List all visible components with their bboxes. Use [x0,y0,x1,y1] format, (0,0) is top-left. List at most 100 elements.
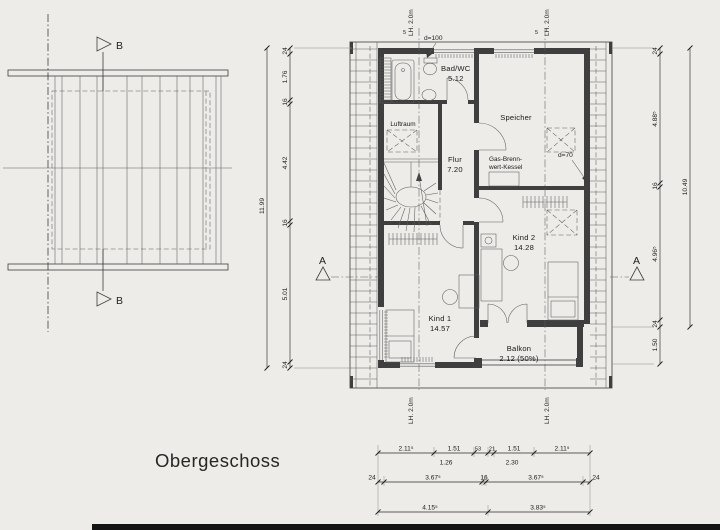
dimension-chain-right: 24 4.88⁵ 16 4.96⁵ 24 1.50 10.49 [612,45,693,367]
bed-kind2 [547,261,579,321]
headroom-label-bl: LH. 2.0m [408,397,415,424]
dim: 16 [480,475,488,482]
dim: 3.67⁵ [528,475,544,482]
section-a-label: A [633,255,640,267]
room-area-balkon: 2.12 (50%) [499,354,538,363]
dim: 2.11⁵ [398,446,413,453]
dim-balcony-depth: 1.50 [652,338,659,351]
room-area-kind2: 14.28 [514,243,534,252]
wc-toilet [423,62,437,76]
section-b-triangle-icon [96,36,112,52]
kind1-door [439,224,464,249]
dimension-chain-bottom: 2.11⁵ 1.51 53 21 1.51 2.11⁵ 1.26 2.30 24… [368,445,600,516]
room-label-luftraum: Luftraum [390,121,415,128]
dim: 24 [282,47,289,55]
boiler-unit [488,171,520,187]
scan-edge-bar [92,524,720,530]
section-a-label: A [319,255,326,267]
dim: 4.88⁵ [652,111,659,127]
headroom-label-br: LH. 2.0m [544,397,551,424]
d100-label: d=100 [424,35,443,42]
flue-pipe [484,236,493,245]
dim-total-left: 11.99 [259,198,266,214]
mini-dim-left: 5 [403,30,406,36]
balcony-double-door [487,303,528,324]
dim: 5.01 [282,287,289,300]
dim: 24 [652,320,659,328]
room-label-bad: Bad/WC [441,64,471,73]
radiator-kind1 [388,233,438,245]
headroom-label-tl: LH. 2.0m [408,9,415,36]
balcony-edge [476,358,583,367]
dim: 16 [282,219,289,227]
wc-cistern [423,57,438,64]
roof-eaves-top [7,69,229,77]
kind1-balcony-door [453,335,477,359]
section-a-triangle-icon [315,266,331,281]
dim: 4.96⁵ [652,246,659,262]
radiators [388,196,568,245]
dim-total-right: 10.49 [682,178,689,195]
roof-dashed-outline [51,90,211,250]
page-title: Obergeschoss [155,450,280,471]
room-area-flur: 7.20 [447,165,463,174]
bath-door [446,77,469,101]
bed-kind1 [385,309,415,363]
flue-box [480,233,497,248]
furniture [385,171,579,363]
roof-eaves-bottom [7,263,229,271]
radiator-kind2 [522,196,568,208]
roof-plan: B B [3,14,232,332]
room-label-flur: Flur [448,155,462,164]
headroom-lines [418,28,546,390]
walls [378,48,590,368]
boiler-label-1: Gas-Brenn- [489,156,522,163]
room-label-balkon: Balkon [507,344,531,353]
dim: 16 [652,182,659,190]
d70-label: d=70 [558,152,573,159]
roof-outline [349,41,613,389]
dim: 3.67⁵ [425,475,441,482]
dim: 24 [282,361,289,369]
lamp-kind1 [442,289,458,305]
dim: 1.51 [508,446,521,453]
roof-windows [386,127,578,236]
dim: 1.76 [282,70,289,83]
roof-band-east [590,42,607,388]
dim: 2.30 [506,460,519,467]
tub-drain [401,68,405,72]
dim: 4.42 [282,156,289,169]
speicher-door [478,122,507,151]
stair-direction-arrow [418,175,428,227]
desk-kind1 [458,274,480,309]
plan-annotations: d=100 d=70 LH. 2.0m LH. 2.0m LH. 2.0m LH… [403,9,589,424]
main-floor-plan [349,28,613,390]
kind2-door [478,197,504,223]
room-label-kind2: Kind 2 [513,233,536,242]
hatched-wall [379,57,392,104]
dim: 24 [652,47,659,55]
room-label-kind1: Kind 1 [429,314,452,323]
section-marker-a-right: A [610,255,645,281]
room-label-speicher: Speicher [500,113,532,122]
room-area-bad: 5.12 [448,74,464,83]
dim: 16 [282,98,289,106]
boiler-label-2: wert-Kessel [488,164,522,171]
roof-rafters [54,76,222,264]
washbasin [421,89,437,101]
dim: 4.15⁵ [422,505,438,512]
dim: 3.83⁵ [530,505,546,512]
dim: 2.11⁵ [554,446,569,453]
roof-band-west [350,42,378,388]
section-b-triangle-icon [96,291,112,307]
section-marker-a-left: A [315,255,380,281]
section-marker-b-bottom: B [96,291,123,307]
section-b-label: B [116,295,123,307]
windows [379,49,534,367]
dim: 24 [592,475,600,482]
room-area-kind1: 14.57 [430,324,450,333]
dimension-chain-left: 24 1.76 16 4.42 16 5.01 24 11.99 [259,45,352,371]
headroom-label-tr: LH. 2.0m [544,9,551,36]
bathroom-fixtures [379,57,469,104]
